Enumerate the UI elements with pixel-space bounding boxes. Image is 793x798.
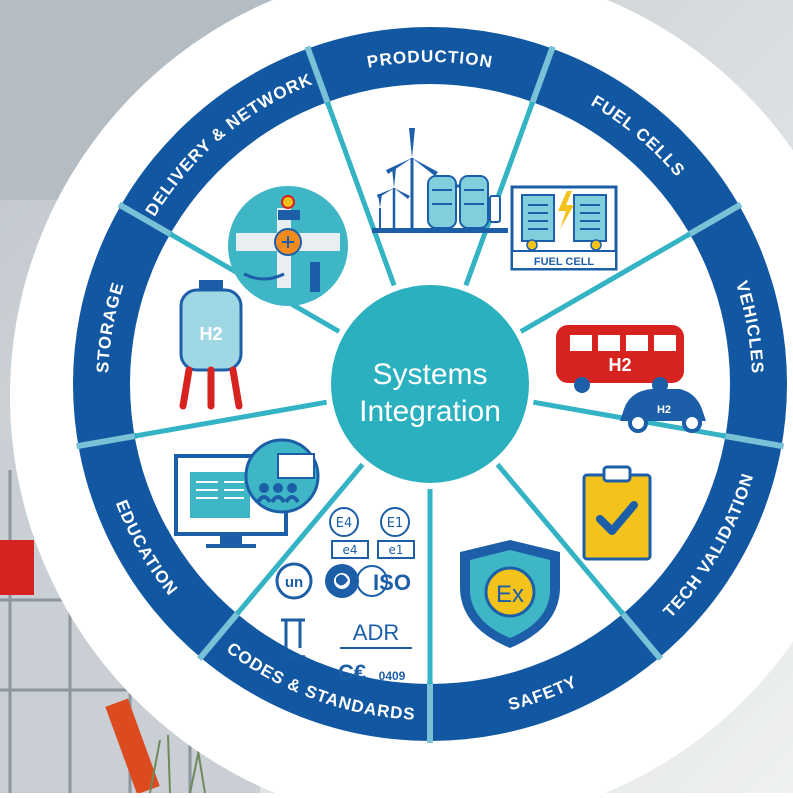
ring-separator [75,432,138,450]
ring-separator [529,45,556,105]
spoke-line [235,460,367,616]
center-title-line2: Integration [359,395,501,428]
center-hub: Systems Integration [325,279,535,489]
wind-turbine-electrolyzer-icon [372,128,508,233]
spoke-line [493,460,625,616]
ex-shield-icon: Ex [460,540,560,648]
dot-seal-mark [325,564,359,598]
iso-mark: ISO [356,565,411,597]
svg-text:E1: E1 [387,516,404,531]
e1-mark: E1 [380,507,410,537]
svg-text:0409: 0409 [379,669,406,683]
adr-mark: ADR [340,620,412,649]
car-h2-label: H2 [657,404,671,416]
spoke-line [325,101,398,290]
center-title-line1: Systems [372,358,487,391]
classroom-screen-icon [174,438,320,548]
red-sculpture [105,698,160,795]
ring-separator [722,432,785,450]
ring-separator [686,201,743,238]
segment-separators [75,45,785,743]
ring-separator [304,45,331,105]
standards-marks-icon: E4 E1 e4 e1 un ISO 0409 [275,507,415,685]
svg-text:C€: C€ [338,660,366,685]
ring-separator [619,610,664,661]
svg-text:ADR: ADR [353,620,399,645]
hydrogen-vehicles-icon: H2 H2 [556,325,706,433]
un-mark: un [275,562,313,600]
ce-mark: C€ 0409 [338,660,406,685]
svg-text:E4: E4 [336,516,353,531]
ring-separator [117,201,174,238]
svg-text:e1: e1 [388,543,403,557]
red-sign [0,540,34,595]
svg-text:0409: 0409 [281,654,306,665]
ex-mark-label: Ex [496,581,524,608]
spoke-line [134,399,330,439]
ring-separator [196,610,241,661]
hydrogen-tank-icon: H2 [179,280,243,410]
e1-small-mark: e1 [377,540,415,559]
e4-small-mark: e4 [331,540,369,559]
svg-text:un: un [285,574,303,591]
tank-h2-label: H2 [199,324,222,344]
bus-h2-label: H2 [608,355,631,375]
spoke-line [517,231,692,336]
clipboard-check-icon [582,465,652,561]
pi-mark: 0409 [281,618,307,665]
svg-text:e4: e4 [342,543,357,557]
pipeline-valve-icon [228,186,348,306]
fuel-cell-label: FUEL CELL [534,256,595,268]
svg-text:ISO: ISO [373,570,411,595]
e4-mark: E4 [329,507,359,537]
fuel-cell-icon: FUEL CELL [510,185,618,271]
